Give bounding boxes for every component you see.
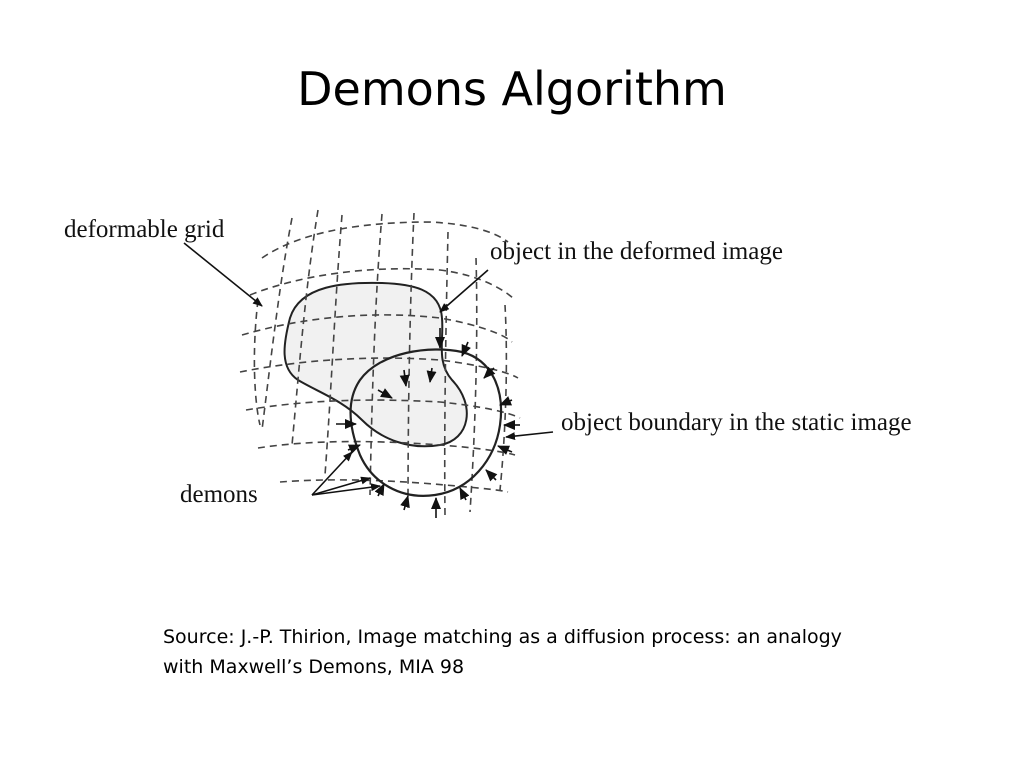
label-deformed-object: object in the deformed image	[490, 238, 783, 265]
source-line-2: with Maxwell’s Demons, MIA 98	[163, 656, 465, 678]
source-line-1: Source: J.-P. Thirion, Image matching as…	[163, 626, 842, 648]
demon-arrows	[336, 328, 520, 518]
label-deformable-grid: deformable grid	[64, 216, 225, 243]
label-pointers	[183, 242, 554, 496]
source-citation: Source: J.-P. Thirion, Image matching as…	[163, 622, 923, 682]
label-demons: demons	[180, 481, 258, 508]
label-static-boundary: object boundary in the static image	[561, 409, 912, 436]
slide-title: Demons Algorithm	[297, 62, 727, 116]
